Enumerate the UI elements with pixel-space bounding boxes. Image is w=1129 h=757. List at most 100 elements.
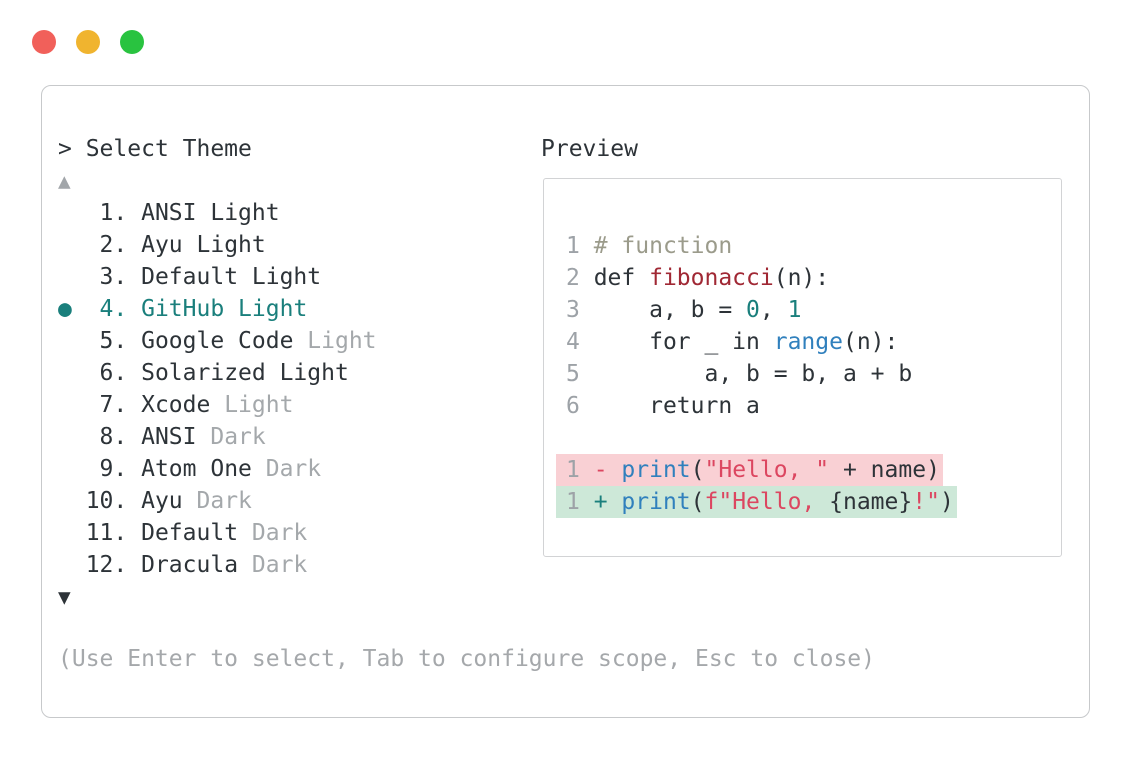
- traffic-light-close-icon[interactable]: [32, 30, 56, 54]
- item-variant: Light: [238, 264, 322, 290]
- scroll-down-icon[interactable]: ▼: [58, 585, 71, 609]
- code-line: 6 return a: [566, 390, 957, 422]
- code-line: 3 a, b = 0, 1: [566, 294, 957, 326]
- item-number: 4.: [71, 296, 142, 322]
- item-variant: Light: [182, 232, 266, 258]
- code-token: {name}: [829, 489, 913, 515]
- diff-added-line: 1 + print(f"Hello, {name}!"): [556, 486, 957, 518]
- theme-item-4-selected[interactable]: ● 4. GitHub Light: [58, 293, 307, 325]
- code-token: 0: [746, 297, 760, 323]
- selection-bullet: [58, 456, 72, 482]
- item-variant: Dark: [196, 424, 266, 450]
- footer-hint: (Use Enter to select, Tab to configure s…: [58, 646, 875, 672]
- code-token: print: [621, 457, 691, 483]
- line-number: 4: [566, 329, 594, 355]
- item-name: Google Code: [141, 328, 294, 354]
- item-number: 2.: [71, 232, 142, 258]
- prompt-caret: >: [58, 136, 86, 162]
- item-number: 12.: [71, 552, 142, 578]
- theme-item-9[interactable]: 9. Atom One Dark: [58, 453, 322, 485]
- code-line: 2 def fibonacci(n):: [566, 262, 957, 294]
- item-variant: Light: [196, 200, 280, 226]
- preview-label: Preview: [541, 136, 638, 162]
- selection-bullet: [58, 232, 72, 258]
- code-token: # function: [593, 233, 733, 259]
- diff-removed-line: 1 - print("Hello, " + name): [556, 454, 957, 486]
- scroll-up-row: ▲: [58, 165, 71, 197]
- code-token: a, b =: [593, 297, 747, 323]
- code-token: print: [621, 489, 691, 515]
- code-token: + name): [829, 457, 940, 483]
- item-name: ANSI: [141, 200, 197, 226]
- selection-bullet: [58, 424, 72, 450]
- line-number: 3: [566, 297, 594, 323]
- item-variant: Dark: [251, 456, 322, 482]
- item-variant: Dark: [182, 488, 252, 514]
- item-variant: Light: [224, 296, 308, 322]
- theme-item-11[interactable]: 11. Default Dark: [58, 517, 308, 549]
- code-token: 1: [787, 297, 802, 323]
- diff-added-band: 1 + print(f"Hello, {name}!"): [556, 486, 957, 518]
- code-token: (: [690, 457, 705, 483]
- code-token: "Hello, ": [704, 457, 830, 483]
- line-number: 1: [566, 233, 594, 259]
- theme-selector-window: > Select Theme ▲ 1. ANSI Light 2. Ayu Li…: [41, 85, 1090, 718]
- item-name: GitHub: [141, 296, 225, 322]
- code-token: (n):: [842, 329, 899, 355]
- selection-bullet: [58, 552, 72, 578]
- traffic-light-zoom-icon[interactable]: [120, 30, 144, 54]
- code-line: 1 # function: [566, 230, 957, 262]
- item-number: 10.: [71, 488, 142, 514]
- code-sample: 1 # function 2 def fibonacci(n): 3 a, b …: [556, 230, 957, 518]
- item-variant: Dark: [238, 552, 308, 578]
- item-name: Default: [141, 264, 239, 290]
- code-token: !": [912, 489, 940, 515]
- selection-bullet: [58, 200, 72, 226]
- selection-bullet: [58, 328, 72, 354]
- code-token: (n):: [773, 265, 830, 291]
- theme-item-12[interactable]: 12. Dracula Dark: [58, 549, 308, 581]
- selection-bullet: [58, 360, 72, 386]
- item-variant: Light: [210, 392, 294, 418]
- code-token: ): [939, 489, 954, 515]
- diff-removed-band: 1 - print("Hello, " + name): [556, 454, 943, 486]
- theme-item-6[interactable]: 6. Solarized Light: [58, 357, 349, 389]
- item-name: Xcode: [141, 392, 211, 418]
- code-line: 4 for _ in range(n):: [566, 326, 957, 358]
- prompt-title: > Select Theme: [58, 133, 252, 165]
- code-token: def: [593, 265, 650, 291]
- selection-bullet: [58, 488, 72, 514]
- selection-bullet: ●: [58, 296, 72, 322]
- code-token: f"Hello,: [704, 489, 830, 515]
- theme-item-7[interactable]: 7. Xcode Light: [58, 389, 294, 421]
- item-name: Ayu: [141, 488, 183, 514]
- theme-item-3[interactable]: 3. Default Light: [58, 261, 322, 293]
- item-number: 11.: [71, 520, 142, 546]
- theme-item-2[interactable]: 2. Ayu Light: [58, 229, 266, 261]
- item-variant: Light: [293, 328, 377, 354]
- code-token: fibonacci: [649, 265, 774, 291]
- line-number: 6: [566, 393, 594, 419]
- scroll-up-icon[interactable]: ▲: [58, 169, 71, 193]
- line-number: 2: [566, 265, 594, 291]
- theme-item-8[interactable]: 8. ANSI Dark: [58, 421, 266, 453]
- theme-item-5[interactable]: 5. Google Code Light: [58, 325, 377, 357]
- line-number: 1: [566, 457, 594, 483]
- item-number: 3.: [71, 264, 142, 290]
- selection-bullet: [58, 264, 72, 290]
- selection-bullet: [58, 520, 72, 546]
- theme-item-10[interactable]: 10. Ayu Dark: [58, 485, 252, 517]
- item-name: Solarized: [141, 360, 266, 386]
- code-line: 5 a, b = b, a + b: [566, 358, 957, 390]
- code-token: return a: [593, 393, 760, 419]
- preview-pane: 1 # function 2 def fibonacci(n): 3 a, b …: [543, 178, 1062, 557]
- line-number: 1: [566, 489, 594, 515]
- code-token: for _ in: [593, 329, 774, 355]
- item-name: Default: [141, 520, 239, 546]
- theme-item-1[interactable]: 1. ANSI Light: [58, 197, 280, 229]
- traffic-light-minimize-icon[interactable]: [76, 30, 100, 54]
- page-title: Select Theme: [85, 136, 252, 162]
- code-token: a, b = b, a + b: [593, 361, 913, 387]
- selection-bullet: [58, 392, 72, 418]
- item-number: 9.: [71, 456, 142, 482]
